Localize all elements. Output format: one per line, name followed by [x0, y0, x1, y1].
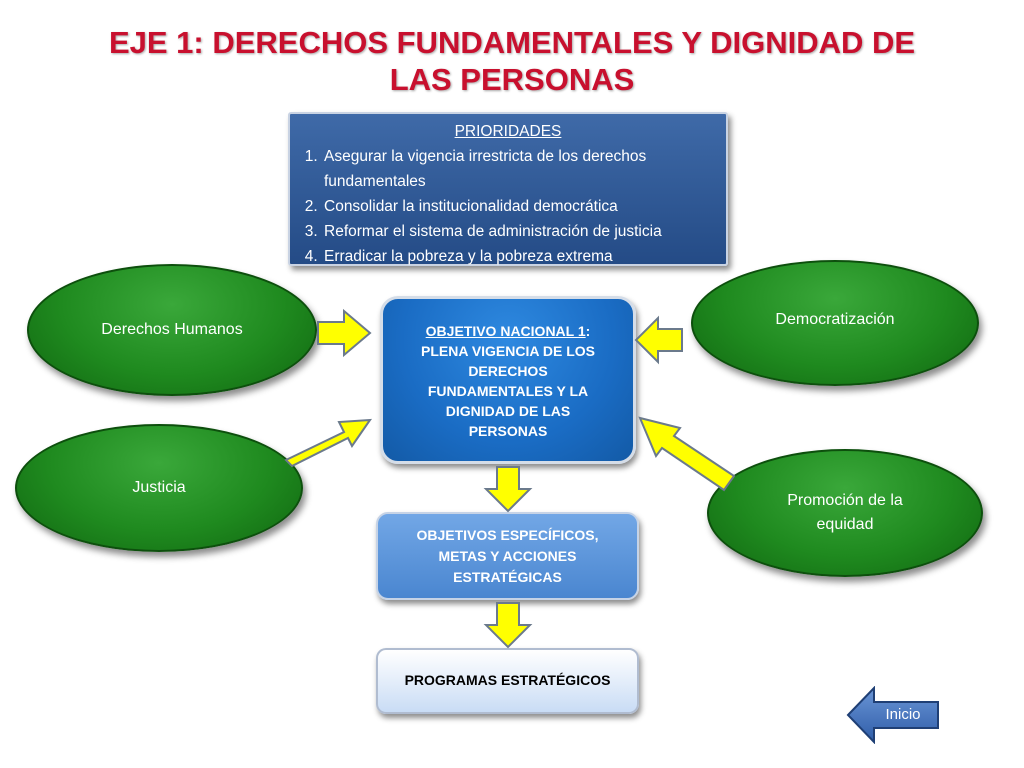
- arrow-justicia-to-center: [284, 418, 372, 468]
- objetivo-line: PERSONAS: [468, 423, 548, 439]
- ellipse-derechos-humanos: Derechos Humanos: [27, 264, 317, 396]
- especificos-line: ESTRATÉGICAS: [453, 569, 562, 585]
- ellipse-label: Justicia: [132, 479, 186, 496]
- priorities-heading: PRIORIDADES: [454, 123, 562, 140]
- ellipse-label: Promoción de la equidad: [787, 489, 903, 537]
- priority-item: Reformar el sistema de administración de…: [322, 219, 716, 244]
- arrow-promocion-to-center: [638, 416, 736, 492]
- objetivo-line: PLENA VIGENCIA DE LOS: [421, 343, 595, 359]
- programas-label: PROGRAMAS ESTRATÉGICOS: [404, 672, 611, 688]
- priority-item: Asegurar la vigencia irrestricta de los …: [322, 144, 716, 194]
- title-line-1: EJE 1: DERECHOS FUNDAMENTALES Y DIGNIDAD…: [108, 25, 916, 60]
- arrow-democratizacion-to-center: [634, 315, 683, 365]
- priority-item: Consolidar la institucionalidad democrát…: [322, 194, 716, 219]
- objetivo-line: FUNDAMENTALES Y LA: [427, 383, 589, 399]
- priorities-box: PRIORIDADES Asegurar la vigencia irrestr…: [288, 112, 728, 266]
- inicio-button[interactable]: Inicio: [846, 686, 940, 744]
- ellipse-label-line: Promoción de la: [787, 492, 903, 509]
- objetivo-heading: OBJETIVO NACIONAL 1:: [383, 321, 633, 341]
- title-line-2: LAS PERSONAS: [389, 62, 635, 97]
- ellipse-label: Democratización: [775, 311, 895, 328]
- objetivo-nacional-box: OBJETIVO NACIONAL 1: PLENA VIGENCIA DE L…: [380, 296, 636, 464]
- objetivos-especificos-box: OBJETIVOS ESPECÍFICOS, METAS Y ACCIONES …: [376, 512, 639, 600]
- priority-item: Erradicar la pobreza y la pobreza extrem…: [322, 244, 716, 269]
- programas-estrategicos-box: PROGRAMAS ESTRATÉGICOS: [376, 648, 639, 714]
- ellipse-democratizacion: Democratización: [691, 260, 979, 386]
- arrow-especificos-to-programas: [483, 602, 533, 649]
- ellipse-justicia: Justicia: [15, 424, 303, 552]
- ellipse-promocion-equidad: Promoción de la equidad: [707, 449, 983, 577]
- arrow-derechos-to-center: [317, 308, 372, 358]
- arrow-center-to-especificos: [483, 466, 533, 513]
- ellipse-label-line: equidad: [816, 516, 874, 533]
- objetivo-label: OBJETIVO NACIONAL 1: [425, 323, 586, 339]
- priorities-list: Asegurar la vigencia irrestricta de los …: [300, 144, 716, 269]
- page-title: EJE 1: DERECHOS FUNDAMENTALES Y DIGNIDAD…: [30, 24, 994, 98]
- ellipse-label: Derechos Humanos: [101, 321, 243, 338]
- especificos-line: OBJETIVOS ESPECÍFICOS,: [416, 527, 599, 543]
- objetivo-colon: :: [585, 323, 591, 339]
- left-arrow-icon: [846, 686, 939, 744]
- objetivo-line: DERECHOS: [468, 363, 548, 379]
- inicio-label: Inicio: [885, 706, 921, 723]
- especificos-line: METAS Y ACCIONES: [438, 548, 577, 564]
- objetivo-line: DIGNIDAD DE LAS: [445, 403, 571, 419]
